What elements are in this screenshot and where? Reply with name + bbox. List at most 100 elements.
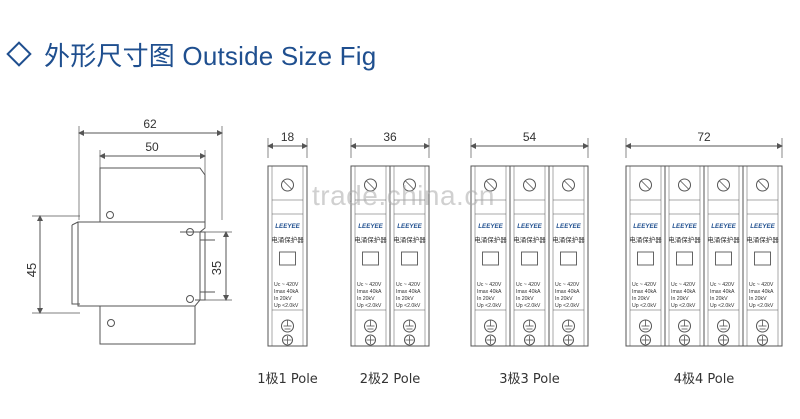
spec-line: Uc ~ 420V (477, 282, 502, 288)
module-dim-label: 54 (523, 130, 537, 144)
spec-line: Imax 40kA (749, 289, 774, 295)
indicator-window (754, 251, 771, 266)
indicator-window (401, 251, 418, 266)
spec-line: Uc ~ 420V (357, 282, 382, 288)
screw-icon (282, 334, 293, 346)
module-dim-label: 72 (697, 130, 711, 144)
spec-line: Imax 40kA (396, 289, 421, 295)
spec-line: Uc ~ 420V (710, 282, 735, 288)
brand-label: LEEYEE (711, 223, 736, 230)
spec-line: Imax 40kA (274, 289, 299, 295)
spec-line: Up <2.0kV (396, 303, 421, 309)
brand-label: LEEYEE (478, 223, 503, 230)
dim-height-inner: 35 (209, 261, 224, 275)
spec-line: In 20kV (632, 296, 650, 302)
spec-line: Up <2.0kV (357, 303, 382, 309)
brand-label: LEEYEE (358, 223, 383, 230)
spec-line: In 20kV (555, 296, 573, 302)
spec-line: Imax 40kA (516, 289, 541, 295)
indicator-window (560, 251, 577, 266)
screw-icon (523, 178, 536, 192)
cn-label: 电涌保护器 (354, 235, 387, 244)
spec-line: Uc ~ 420V (671, 282, 696, 288)
screw-icon (640, 334, 651, 346)
indicator-window (637, 251, 654, 266)
screw-icon (281, 178, 294, 192)
spec-line: In 20kV (671, 296, 689, 302)
indicator-window (715, 251, 732, 266)
screw-icon (639, 178, 652, 192)
screw-icon (679, 334, 690, 346)
spec-line: Imax 40kA (710, 289, 735, 295)
spec-line: Uc ~ 420V (516, 282, 541, 288)
module-caption: 1极1 Pole (257, 372, 318, 387)
brand-label: LEEYEE (517, 223, 542, 230)
spec-line: Uc ~ 420V (632, 282, 657, 288)
screw-icon (364, 178, 377, 192)
module-frame (267, 165, 308, 347)
spec-line: Up <2.0kV (671, 303, 696, 309)
cn-label: 电涌保护器 (393, 235, 426, 244)
cn-label: 电涌保护器 (474, 235, 507, 244)
cn-label: 电涌保护器 (513, 235, 546, 244)
brand-label: LEEYEE (750, 223, 775, 230)
spec-line: Imax 40kA (632, 289, 657, 295)
brand-label: LEEYEE (672, 223, 697, 230)
spec-line: In 20kV (477, 296, 495, 302)
screw-icon (718, 334, 729, 346)
screw-icon (365, 334, 376, 346)
module-dim-label: 18 (281, 130, 295, 144)
screw-icon (757, 334, 768, 346)
module-dim-label: 36 (383, 130, 397, 144)
side-view (32, 126, 232, 345)
spec-line: Uc ~ 420V (274, 282, 299, 288)
cn-label: 电涌保护器 (746, 235, 779, 244)
page-title: 外形尺寸图 Outside Size Fig (44, 40, 377, 71)
screw-icon (485, 334, 496, 346)
dim-width-inner: 50 (145, 140, 159, 154)
screw-icon (717, 178, 730, 192)
spec-line: Up <2.0kV (477, 303, 502, 309)
screw-icon (678, 178, 691, 192)
dim-height-total: 45 (24, 263, 39, 277)
spec-line: In 20kV (357, 296, 375, 302)
indicator-window (279, 251, 296, 266)
indicator-window (521, 251, 538, 266)
screw-icon (563, 334, 574, 346)
cn-label: 电涌保护器 (668, 235, 701, 244)
spec-line: Imax 40kA (357, 289, 382, 295)
spec-line: In 20kV (396, 296, 414, 302)
indicator-window (676, 251, 693, 266)
module-frame (470, 165, 589, 347)
spec-line: Imax 40kA (555, 289, 580, 295)
spec-line: Uc ~ 420V (555, 282, 580, 288)
spec-line: Up <2.0kV (274, 303, 299, 309)
spec-line: Up <2.0kV (555, 303, 580, 309)
screw-icon (403, 178, 416, 192)
module-caption: 3极3 Pole (499, 372, 560, 387)
cn-label: 电涌保护器 (629, 235, 662, 244)
screw-icon (484, 178, 497, 192)
spec-line: Imax 40kA (477, 289, 502, 295)
indicator-window (362, 251, 379, 266)
spec-line: In 20kV (274, 296, 292, 302)
dim-width-total: 62 (143, 117, 157, 131)
spec-line: Up <2.0kV (632, 303, 657, 309)
spec-line: Up <2.0kV (710, 303, 735, 309)
spec-line: In 20kV (749, 296, 767, 302)
screw-icon (756, 178, 769, 192)
spec-line: In 20kV (516, 296, 534, 302)
screw-icon (404, 334, 415, 346)
brand-label: LEEYEE (275, 223, 300, 230)
spec-line: Up <2.0kV (516, 303, 541, 309)
spec-line: Imax 40kA (671, 289, 696, 295)
brand-label: LEEYEE (556, 223, 581, 230)
brand-label: LEEYEE (397, 223, 422, 230)
cn-label: 电涌保护器 (271, 235, 304, 244)
module-caption: 4极4 Pole (674, 372, 735, 387)
